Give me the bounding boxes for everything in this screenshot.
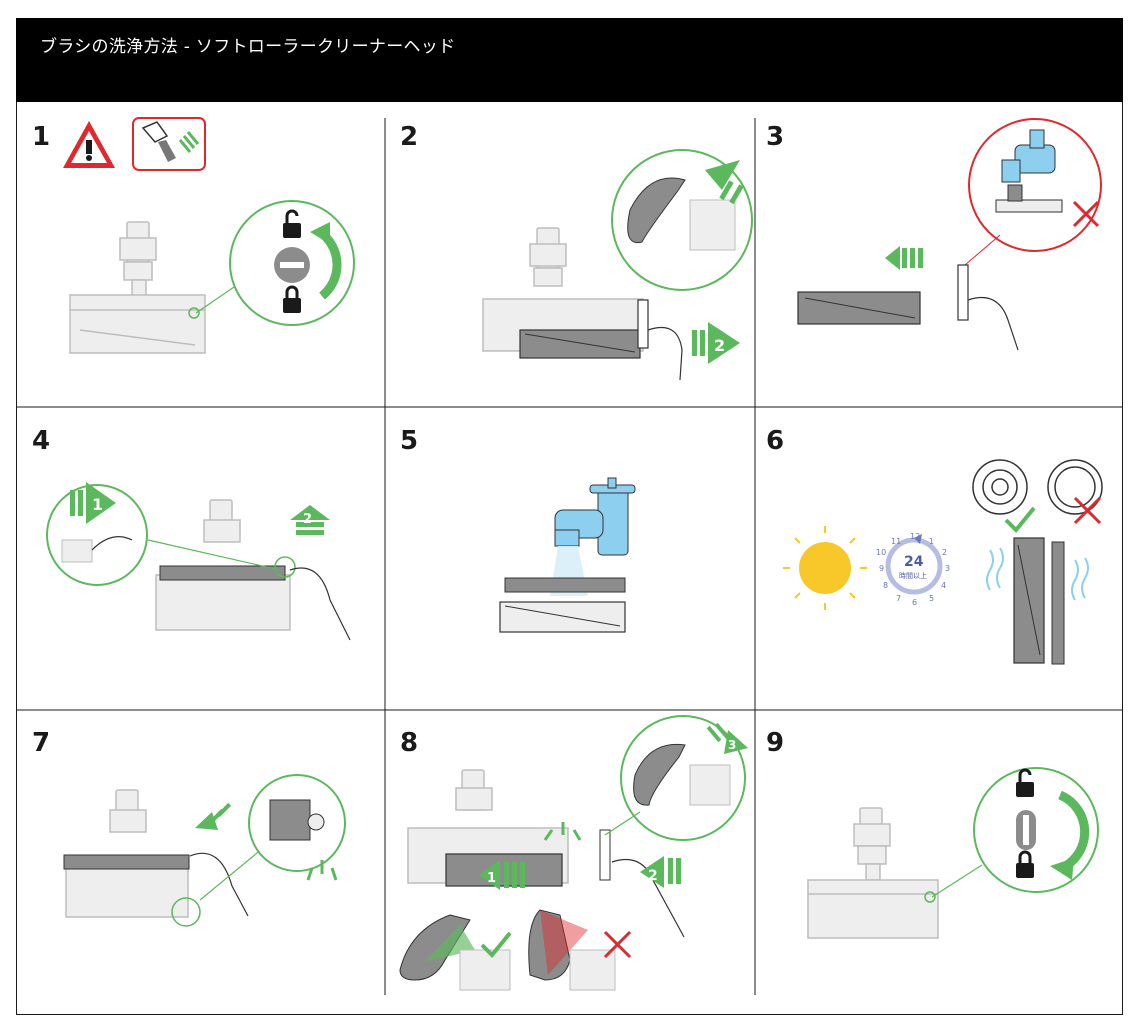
cleaner-head-step4: [155, 499, 291, 631]
green-arrow-step4-b: [290, 505, 330, 535]
hand-step4: [289, 567, 351, 641]
clock-number: 4: [941, 581, 947, 590]
red-x-step8: [603, 930, 632, 959]
clock-number: 5: [929, 594, 935, 603]
lock-detail-circle-step9: [973, 767, 1099, 893]
clock-number: 8: [883, 581, 889, 590]
faucet-detail-circle-step3: [968, 118, 1102, 252]
page-title: ブラシの洗浄方法 - ソフトローラークリーナーヘッド: [40, 37, 456, 57]
clock-hours-value: 24: [904, 554, 924, 570]
hand-step2: [647, 326, 683, 381]
green-arrow-step2-up: [705, 160, 744, 205]
clock-number: 7: [896, 594, 902, 603]
click-marks-step7: [306, 860, 338, 881]
grid-lines: [16, 118, 1123, 995]
brush-bar-vertical: [1051, 541, 1065, 665]
clock-number: 12: [910, 532, 921, 541]
cleaner-head-step1: [69, 221, 206, 354]
clock-number: 1: [929, 537, 935, 546]
brush-bar-step4: [159, 565, 286, 581]
lock-detail-circle-step1: [229, 200, 355, 326]
brush-roll-step2: [519, 329, 641, 359]
clock-number: 6: [912, 598, 918, 607]
unplug-icon: [132, 117, 206, 171]
green-arrow-step4-a: [70, 482, 116, 524]
detail-circle-step2: [611, 149, 753, 291]
step-number-2: 2: [400, 122, 419, 152]
hand-step3: [967, 296, 1019, 351]
steam-lines: [986, 547, 1089, 601]
step-number-4: 4: [32, 426, 51, 456]
step-number-3: 3: [766, 122, 785, 152]
incorrect-latch-example: [528, 909, 616, 991]
cleaner-head-step7: [65, 789, 189, 918]
green-check-step8: [480, 931, 512, 958]
brush-roll-step5: [499, 601, 626, 633]
step-number-7: 7: [32, 728, 51, 758]
clock-icon: [885, 534, 943, 595]
clock-number: 3: [945, 564, 951, 573]
arrow-number-step4-b: 2: [303, 512, 312, 527]
arrow-number-step2: 2: [714, 336, 725, 355]
step-number-8: 8: [400, 728, 419, 758]
step-number-6: 6: [766, 426, 785, 456]
unlock-icon-step9: [1016, 768, 1034, 797]
brush-bar-step5: [504, 577, 626, 593]
arrow-number-step8-a: 1: [487, 871, 496, 886]
clock-number: 10: [876, 548, 887, 557]
correct-latch-example: [399, 914, 511, 991]
brush-bar-step7: [63, 854, 190, 870]
lock-icon-step9: [1016, 850, 1034, 878]
step-number-9: 9: [766, 728, 785, 758]
header-bar: [16, 18, 1123, 102]
sun-icon: [783, 526, 867, 610]
green-arrow-step8-b: [640, 856, 681, 888]
clock-number: 2: [942, 548, 948, 557]
arrow-number-step8-c: 3: [728, 738, 736, 752]
red-x-step3: [1072, 200, 1100, 228]
lock-icon-step1: [283, 285, 301, 313]
step-number-5: 5: [400, 426, 419, 456]
green-arrow-step8-c: [706, 722, 748, 754]
warning-icon: [63, 121, 115, 168]
click-marks-step8: [543, 822, 582, 841]
clock-hours-label: 時間以上: [899, 572, 927, 580]
cleaner-head-step9: [807, 807, 939, 939]
arrow-number-step4-a: 1: [92, 495, 103, 514]
clean-roll-top: [972, 459, 1028, 515]
green-arrow-step8-a: [479, 860, 525, 890]
green-check-step6: [1004, 506, 1036, 533]
hand-step7: [189, 852, 249, 917]
step-number-1: 1: [32, 122, 51, 152]
red-x-step6: [1073, 496, 1102, 525]
arrow-number-step8-b: 2: [648, 868, 658, 884]
clock-number: 11: [891, 537, 902, 546]
green-arrow-step2-right: [692, 322, 740, 364]
clock-number: 9: [879, 564, 885, 573]
detail-circle-step8: [620, 715, 746, 841]
detail-circle-step7: [248, 774, 346, 872]
green-arrow-step7: [195, 802, 232, 830]
hand-step8: [611, 858, 685, 938]
dirty-roll-top: [1047, 459, 1103, 515]
green-arrow-step3: [885, 246, 923, 270]
unlock-icon-step1: [283, 209, 301, 238]
